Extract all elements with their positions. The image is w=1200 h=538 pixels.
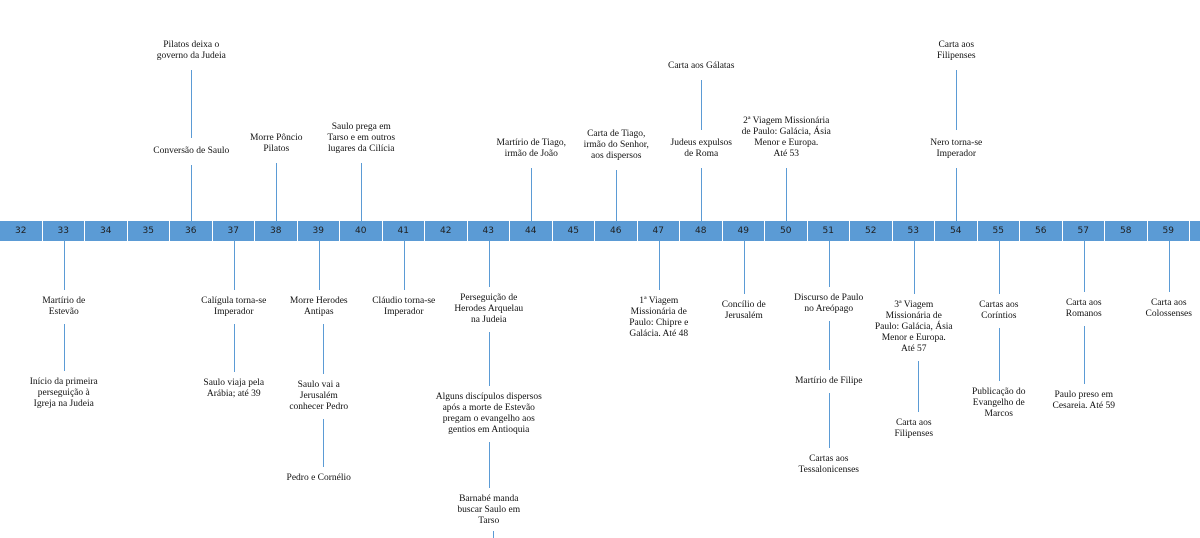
connector-line bbox=[493, 531, 494, 538]
event-label-51-bot-1: Discurso de Paulo no Areópago bbox=[794, 293, 864, 314]
connector-line bbox=[64, 324, 65, 371]
event-label-40-top-1: Saulo prega em Tarso e em outros lugares… bbox=[327, 122, 396, 154]
connector-line bbox=[489, 442, 490, 488]
connector-line bbox=[1084, 241, 1085, 292]
connector-line bbox=[489, 241, 490, 287]
event-label-36-top-2: Pilatos deixa o governo da Judeia bbox=[156, 40, 226, 61]
year-cell-35: 35 bbox=[127, 221, 170, 241]
connector-line bbox=[956, 168, 957, 221]
year-cell-53: 53 bbox=[892, 221, 935, 241]
year-cell-52: 52 bbox=[850, 221, 893, 241]
connector-line bbox=[191, 70, 192, 138]
event-label-47-bot-1: 1ª Viagem Missionária de Paulo: Chipre e… bbox=[629, 296, 689, 339]
connector-line bbox=[616, 170, 617, 221]
event-label-46-top-1: Carta de Tiago, irmão do Senhor, aos dis… bbox=[583, 129, 649, 161]
event-label-49-bot-1: Concílio de Jerusalém bbox=[721, 300, 766, 321]
year-cell-51: 51 bbox=[807, 221, 850, 241]
year-cell-57: 57 bbox=[1062, 221, 1105, 241]
event-label-43-bot-1: Perseguição de Herodes Arquelau na Judei… bbox=[454, 293, 524, 325]
year-cell-58: 58 bbox=[1105, 221, 1148, 241]
connector-line bbox=[829, 321, 830, 370]
event-label-53-bot-2: Carta aos Filipenses bbox=[894, 418, 934, 439]
year-cell-59: 59 bbox=[1147, 221, 1190, 241]
year-cell-38: 38 bbox=[255, 221, 298, 241]
year-cell-50: 50 bbox=[765, 221, 808, 241]
event-label-51-bot-3: Cartas aos Tessalonicenses bbox=[798, 454, 860, 475]
year-cell-32: 32 bbox=[0, 221, 43, 241]
year-cell-36: 36 bbox=[170, 221, 213, 241]
year-cell-45: 45 bbox=[552, 221, 595, 241]
connector-line bbox=[659, 241, 660, 290]
connector-line bbox=[1084, 326, 1085, 384]
year-cell-34: 34 bbox=[85, 221, 128, 241]
event-label-43-bot-3: Barnabé manda buscar Saulo em Tarso bbox=[457, 494, 521, 526]
event-label-37-bot-1: Calígula torna-se Imperador bbox=[201, 296, 267, 317]
event-label-48-top-1: Judeus expulsos de Roma bbox=[670, 138, 733, 159]
event-label-39-bot-3: Pedro e Cornélio bbox=[286, 473, 351, 483]
year-cell-39: 39 bbox=[297, 221, 340, 241]
event-label-57-bot-2: Paulo preso em Cesareia. Até 59 bbox=[1052, 390, 1116, 411]
year-cell-48: 48 bbox=[680, 221, 723, 241]
connector-line bbox=[999, 241, 1000, 294]
connector-line bbox=[701, 168, 702, 221]
year-cell-43: 43 bbox=[467, 221, 510, 241]
year-cell-41: 41 bbox=[382, 221, 425, 241]
event-label-55-bot-1: Cartas aos Coríntios bbox=[979, 300, 1019, 321]
year-cell-42: 42 bbox=[425, 221, 468, 241]
connector-line bbox=[234, 324, 235, 372]
connector-line bbox=[323, 324, 324, 374]
connector-line bbox=[361, 163, 362, 221]
connector-line bbox=[64, 241, 65, 290]
year-cell-46: 46 bbox=[595, 221, 638, 241]
event-label-33-bot-2: Início da primeira perseguição à Igreja … bbox=[29, 377, 98, 409]
connector-line bbox=[276, 163, 277, 221]
year-cell-40: 40 bbox=[340, 221, 383, 241]
event-label-36-top-1: Conversão de Saulo bbox=[153, 146, 230, 156]
connector-line bbox=[323, 419, 324, 467]
connector-line bbox=[489, 332, 490, 386]
connector-line bbox=[786, 168, 787, 221]
connector-line bbox=[234, 241, 235, 290]
year-cell-partial bbox=[1190, 221, 1200, 241]
connector-line bbox=[701, 80, 702, 130]
event-label-39-bot-1: Morre Herodes Antipas bbox=[289, 296, 348, 317]
connector-line bbox=[829, 241, 830, 287]
year-cell-44: 44 bbox=[510, 221, 553, 241]
year-cell-55: 55 bbox=[977, 221, 1020, 241]
year-cell-47: 47 bbox=[637, 221, 680, 241]
event-label-53-bot-1: 3ª Viagem Missionária de Paulo: Galácia,… bbox=[874, 300, 953, 354]
event-label-48-top-2: Carta aos Gálatas bbox=[668, 61, 735, 71]
event-label-39-bot-2: Saulo vai a Jerusalém conhecer Pedro bbox=[289, 380, 349, 412]
connector-line bbox=[956, 70, 957, 130]
event-label-44-top-1: Martírio de Tiago, irmão de João bbox=[496, 138, 566, 159]
connector-line bbox=[1169, 241, 1170, 292]
event-label-51-bot-2: Martírio de Filipe bbox=[794, 376, 863, 386]
connector-line bbox=[531, 168, 532, 221]
event-label-54-top-2: Carta aos Filipenses bbox=[936, 40, 976, 61]
event-label-38-top-1: Morre Pôncio Pilatos bbox=[249, 133, 303, 154]
connector-line bbox=[918, 361, 919, 412]
connector-line bbox=[404, 241, 405, 290]
connector-line bbox=[914, 241, 915, 294]
event-label-43-bot-2: Alguns discípulos dispersos após a morte… bbox=[435, 392, 542, 435]
connector-line bbox=[744, 241, 745, 294]
year-cell-54: 54 bbox=[935, 221, 978, 241]
event-label-33-bot-1: Martírio de Estevão bbox=[42, 296, 86, 317]
event-label-55-bot-2: Publicação do Evangelho de Marcos bbox=[971, 387, 1026, 419]
connector-line bbox=[829, 393, 830, 448]
event-label-59-bot-1: Carta aos Colossenses bbox=[1145, 298, 1192, 319]
event-label-57-bot-1: Carta aos Romanos bbox=[1065, 298, 1102, 319]
year-cell-37: 37 bbox=[212, 221, 255, 241]
event-label-37-bot-2: Saulo viaja pela Arábia; até 39 bbox=[203, 378, 265, 399]
year-cell-56: 56 bbox=[1020, 221, 1063, 241]
connector-line bbox=[191, 165, 192, 221]
year-cell-49: 49 bbox=[722, 221, 765, 241]
event-label-41-bot-1: Cláudio torna-se Imperador bbox=[372, 296, 436, 317]
year-cell-33: 33 bbox=[42, 221, 85, 241]
connector-line bbox=[999, 328, 1000, 381]
connector-line bbox=[319, 241, 320, 290]
event-label-54-top-1: Nero torna-se Imperador bbox=[930, 138, 983, 159]
event-label-50-top-1: 2ª Viagem Missionária de Paulo: Galácia,… bbox=[741, 116, 831, 159]
